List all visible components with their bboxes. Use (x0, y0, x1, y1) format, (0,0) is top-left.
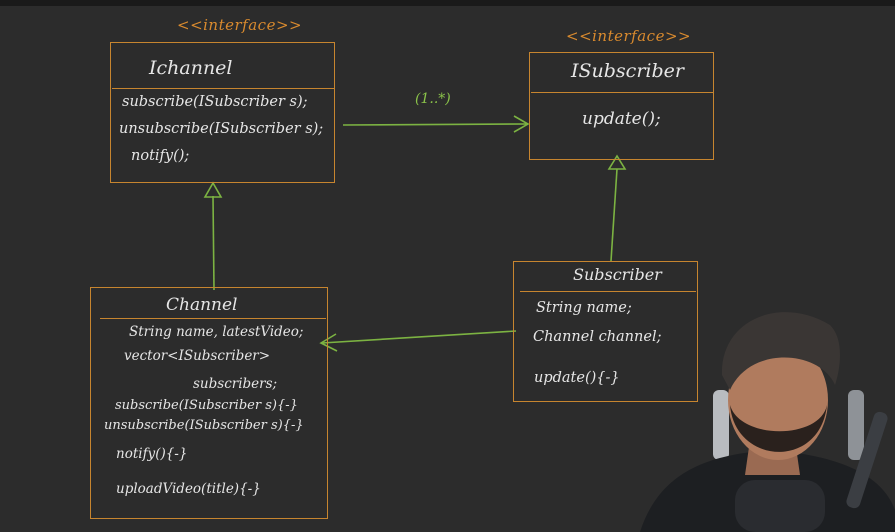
ichannel-method-subscribe: subscribe(ISubscriber s); (122, 94, 308, 110)
isubscriber-triangle-head (607, 154, 627, 170)
channel-method-uploadvideo: uploadVideo(title){-} (116, 481, 261, 497)
isubscriber-interface-box (529, 52, 714, 160)
microphone-icon (735, 480, 825, 532)
channel-field-vector: vector<ISubscriber> (124, 348, 271, 364)
channel-class-box (90, 287, 328, 519)
isubscriber-stereotype: <<interface>> (566, 27, 692, 45)
channel-name: Channel (166, 295, 238, 315)
isubscriber-name: ISubscriber (571, 60, 684, 82)
isubscriber-divider (531, 92, 713, 93)
association-arrowhead (513, 115, 530, 133)
channel-divider (100, 318, 326, 319)
top-bar (0, 0, 895, 6)
subscriber-channel-association-line (321, 330, 517, 344)
subscriber-field-channel: Channel channel; (533, 329, 662, 345)
channel-implements-ichannel-line (212, 195, 215, 291)
ichannel-isubscriber-association-line (342, 123, 528, 126)
presenter-webcam-overlay (640, 312, 895, 532)
channel-field-subscribers: subscribers; (193, 376, 278, 392)
channel-method-notify: notify(){-} (116, 446, 188, 462)
ichannel-method-unsubscribe: unsubscribe(ISubscriber s); (119, 121, 324, 137)
subscriber-channel-arrowhead (319, 333, 338, 352)
channel-method-subscribe: subscribe(ISubscriber s){-} (115, 398, 298, 413)
ichannel-name: Ichannel (149, 57, 233, 79)
ichannel-triangle-head (203, 181, 223, 198)
subscriber-implements-isubscriber-line (610, 168, 618, 262)
ichannel-method-notify: notify(); (131, 148, 190, 164)
subscriber-field-name: String name; (536, 300, 632, 316)
channel-field-name-latestvideo: String name, latestVideo; (129, 324, 304, 340)
subscriber-name: Subscriber (573, 265, 662, 284)
ichannel-divider (112, 88, 334, 89)
association-multiplicity: (1..*) (415, 91, 451, 107)
headphone-right-icon (848, 390, 864, 460)
subscriber-class-box (513, 261, 698, 402)
ichannel-stereotype: <<interface>> (177, 16, 303, 34)
isubscriber-method-update: update(); (582, 109, 661, 129)
ichannel-interface-box (110, 42, 335, 183)
headphone-left-icon (713, 390, 729, 460)
subscriber-divider (520, 291, 696, 292)
channel-method-unsubscribe: unsubscribe(ISubscriber s){-} (104, 418, 304, 433)
subscriber-method-update: update(){-} (534, 370, 620, 386)
